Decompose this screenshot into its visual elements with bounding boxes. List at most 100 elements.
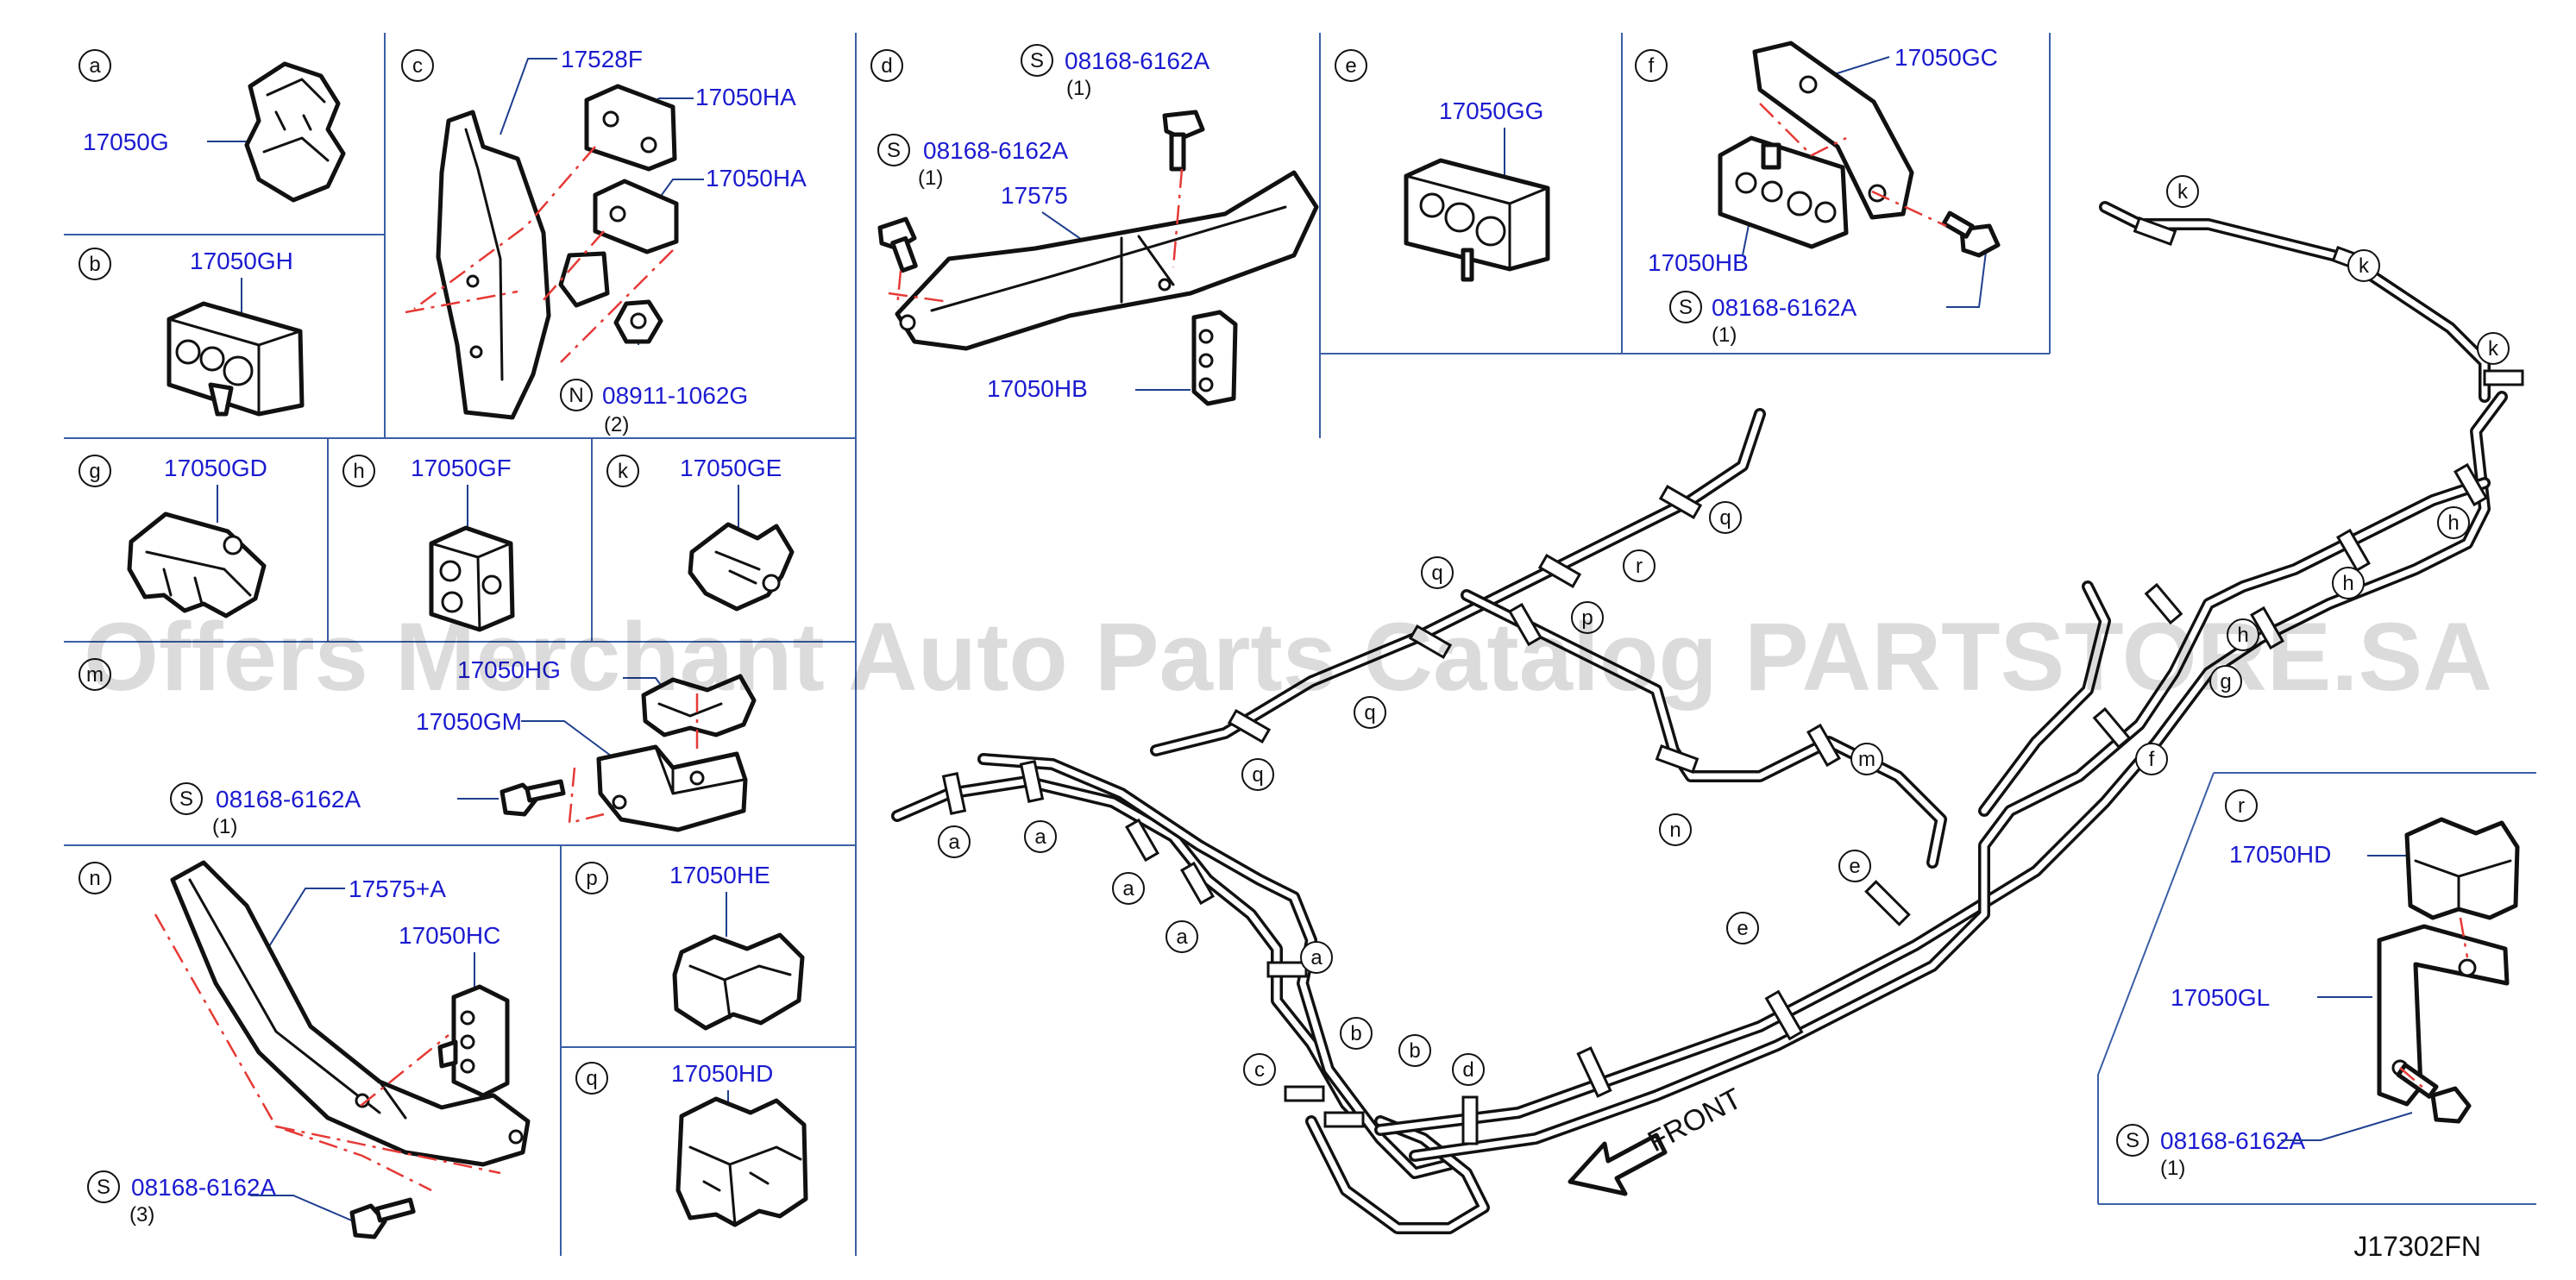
callout-a-1: a	[938, 825, 971, 858]
part-number-17050HB-f[interactable]: 17050HB	[1648, 249, 1749, 276]
callout-g-1: g	[2209, 665, 2242, 698]
svg-text:e: e	[1849, 855, 1860, 878]
section-q: q 17050HD	[575, 1060, 808, 1227]
part-number-08168-6162A-d2[interactable]: 08168-6162A	[923, 137, 1068, 164]
svg-text:q: q	[1431, 562, 1442, 585]
svg-text:q: q	[1364, 701, 1375, 725]
bolt-letter-S-r: S	[2126, 1129, 2139, 1152]
section-letter-e: e	[1345, 54, 1356, 78]
svg-text:b: b	[1350, 1022, 1361, 1045]
part-number-17050GE[interactable]: 17050GE	[680, 455, 782, 481]
part-number-17050GC[interactable]: 17050GC	[1894, 44, 1998, 71]
qty-08168-6162A-r: (1)	[2160, 1157, 2185, 1180]
callout-n-1: n	[1659, 813, 1692, 846]
section-marker-b	[79, 248, 111, 280]
section-letter-d: d	[881, 54, 892, 78]
svg-text:a: a	[1176, 925, 1188, 949]
svg-text:k: k	[2488, 337, 2499, 361]
clip-17050HB-d-drawing	[1191, 310, 1238, 406]
qty-08168-6162A-n: (3)	[129, 1203, 154, 1227]
svg-text:q: q	[1252, 763, 1263, 787]
part-number-17050HA-1[interactable]: 17050HA	[695, 84, 796, 110]
bolt-letter-S-f: S	[1679, 296, 1693, 319]
part-number-08168-6162A-f[interactable]: 08168-6162A	[1712, 294, 1857, 321]
clip-17050HA-2-drawing	[558, 179, 679, 308]
part-number-08168-6162A-n[interactable]: 08168-6162A	[131, 1174, 276, 1201]
part-number-08168-6162A-m[interactable]: 08168-6162A	[216, 786, 361, 813]
section-letter-c: c	[412, 54, 423, 78]
callout-m-1: m	[1850, 743, 1883, 775]
bracket-17575-drawing	[895, 170, 1319, 351]
clip-17050GH-drawing	[166, 301, 305, 417]
section-r: r 17050HD 17050GL S 08168-6162A (1)	[2116, 789, 2520, 1180]
svg-text:h: h	[2342, 572, 2353, 595]
clip-17050GD-drawing	[127, 511, 267, 618]
part-number-17050HB-d[interactable]: 17050HB	[987, 375, 1088, 402]
part-number-17575+A[interactable]: 17575+A	[349, 875, 446, 902]
bolt-marker-S-1	[1021, 44, 1053, 77]
part-number-17050GH[interactable]: 17050GH	[190, 248, 293, 274]
bolt-r-drawing	[2396, 1063, 2472, 1124]
svg-text:m: m	[1858, 748, 1875, 771]
callout-k-3: k	[2477, 332, 2510, 365]
part-number-17050G[interactable]: 17050G	[83, 129, 169, 155]
section-marker-m	[79, 658, 111, 691]
part-number-17050GL[interactable]: 17050GL	[2171, 984, 2270, 1011]
section-letter-g: g	[89, 460, 100, 483]
part-number-17575[interactable]: 17575	[1001, 182, 1068, 209]
clip-17050GG-drawing	[1404, 158, 1550, 282]
qty-08168-6162A-m: (1)	[212, 815, 237, 838]
part-number-17528F[interactable]: 17528F	[561, 46, 643, 72]
clip-17050GF-drawing	[429, 525, 515, 632]
callout-d-1: d	[1452, 1053, 1485, 1086]
part-number-17050HE[interactable]: 17050HE	[669, 862, 770, 888]
part-number-17050GG[interactable]: 17050GG	[1439, 97, 1543, 124]
part-number-17050HC[interactable]: 17050HC	[399, 922, 500, 949]
part-number-17050GD[interactable]: 17050GD	[164, 455, 267, 481]
section-marker-p	[575, 862, 608, 894]
bolt-n-drawing	[349, 1197, 416, 1239]
callout-f-1: f	[2135, 743, 2168, 775]
callout-h-2: h	[2332, 567, 2365, 599]
part-number-17050GM[interactable]: 17050GM	[416, 708, 522, 735]
qty-08168-6162A-d1: (1)	[1066, 77, 1091, 100]
section-marker-d	[870, 49, 903, 82]
bracket-17050GM-drawing	[596, 744, 748, 832]
svg-text:a: a	[948, 831, 960, 854]
section-marker-n	[79, 862, 111, 894]
bracket-17050GL-drawing	[2377, 924, 2510, 1107]
section-letter-a: a	[89, 54, 101, 78]
bolt-marker-S-n	[87, 1170, 120, 1203]
section-k: k 17050GE	[606, 455, 795, 612]
bolt-f-drawing	[1941, 210, 2001, 258]
section-marker-h	[342, 455, 375, 487]
svg-text:p: p	[1581, 606, 1593, 630]
callout-p-1: p	[1571, 601, 1604, 634]
part-number-08911-1062G[interactable]: 08911-1062G	[602, 382, 748, 409]
part-number-17050HG[interactable]: 17050HG	[457, 656, 561, 683]
qty-08168-6162A-d2: (1)	[918, 166, 943, 190]
bolt-letter-S-1: S	[1030, 49, 1044, 72]
section-letter-p: p	[586, 867, 597, 890]
part-number-17050HA-2[interactable]: 17050HA	[706, 165, 807, 191]
assembly-callouts: a a a a a b b c d e e f g h h h k k k m …	[938, 175, 2510, 1086]
clip-17050HB-f-drawing	[1718, 135, 1849, 249]
bolt-marker-S-m	[170, 782, 203, 815]
part-number-17050HD-q[interactable]: 17050HD	[671, 1060, 773, 1087]
section-d: d S 08168-6162A (1) S 08168-6162A (1) 17…	[870, 44, 1319, 406]
callout-b-1: b	[1340, 1017, 1373, 1050]
callout-b-2: b	[1398, 1034, 1431, 1067]
callout-h-3: h	[2437, 506, 2470, 539]
section-g: g 17050GD	[79, 455, 267, 618]
clip-17050HD-r-drawing	[2404, 817, 2520, 920]
qty-08911-1062G: (2)	[604, 413, 629, 436]
svg-text:d: d	[1462, 1058, 1473, 1082]
bolt-marker-S-2	[877, 134, 910, 166]
bolt-letter-S-m: S	[179, 787, 193, 811]
part-number-08168-6162A-d1[interactable]: 08168-6162A	[1065, 47, 1209, 74]
part-number-17050GF[interactable]: 17050GF	[411, 455, 512, 481]
part-number-17050HD-r[interactable]: 17050HD	[2229, 841, 2331, 868]
callout-e-1: e	[1726, 912, 1759, 944]
callout-a-3: a	[1112, 872, 1145, 905]
